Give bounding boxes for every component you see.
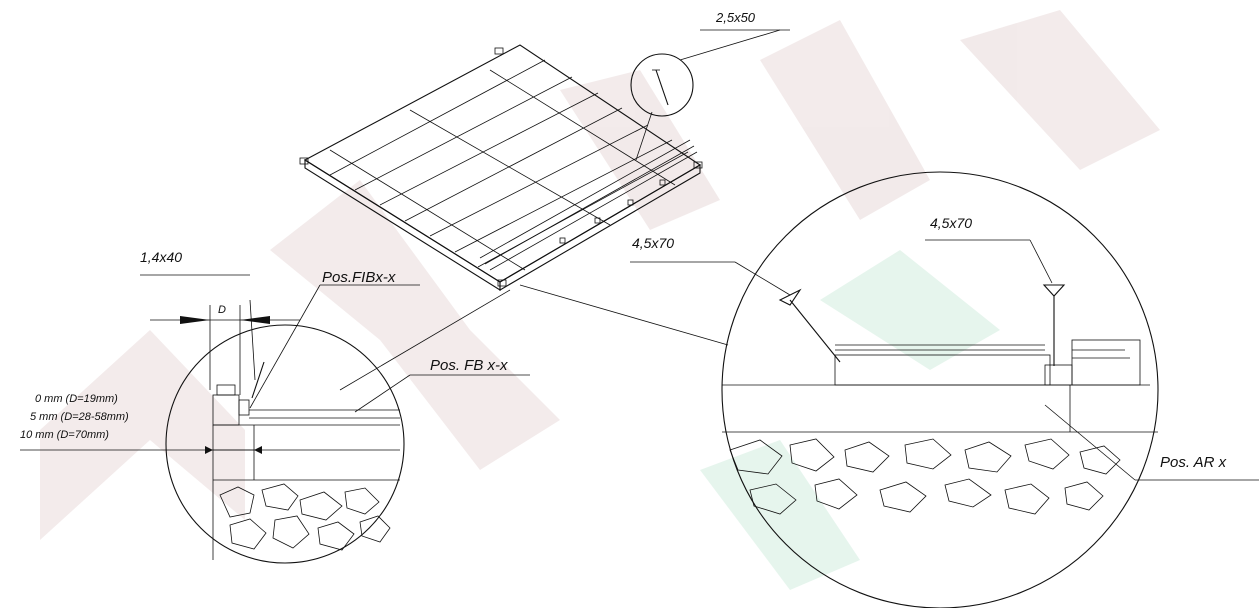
label-dim-d: D (218, 304, 226, 316)
label-screw-center: 4,5x70 (632, 235, 674, 251)
detail-nail-top: 2,5x50 (630, 10, 790, 161)
detail-circle-left (165, 324, 405, 564)
label-pos-ar: Pos. AR x (1160, 454, 1227, 471)
leader-left (339, 289, 511, 391)
detail-left: 1,4x40 D 0 mm (D=19mm) 5 mm (D=28-58mm) … (20, 249, 530, 564)
screw-right-icon (1042, 284, 1066, 297)
gap-note-1: 5 mm (D=28-58mm) (30, 411, 129, 423)
label-pos-fib: Pos.FIBx-x (322, 269, 396, 286)
detail-right: 4,5x70 4,5x70 Pos. AR x (630, 171, 1259, 609)
nail-left-icon (251, 361, 265, 399)
watermark-stroke-7 (700, 440, 860, 590)
leader-right (519, 284, 729, 346)
gap-note-2: 10 mm (D=70mm) (20, 429, 109, 441)
watermark-stroke-3 (560, 70, 720, 230)
watermark-stroke-5 (960, 10, 1160, 170)
watermark-stroke-1 (40, 330, 245, 540)
label-screw-right: 4,5x70 (930, 215, 972, 231)
label-nail-left: 1,4x40 (140, 249, 182, 265)
detail-circle-nail (630, 53, 694, 117)
gap-note-0: 0 mm (D=19mm) (35, 393, 118, 405)
screw-center-icon (778, 288, 802, 306)
watermark-logo (40, 10, 1160, 590)
watermark-stroke-4 (760, 20, 930, 220)
nail-icon (655, 69, 669, 106)
deck-isometric (299, 44, 703, 291)
label-pos-fb: Pos. FB x-x (430, 357, 508, 374)
label-nail-top: 2,5x50 (715, 10, 756, 25)
watermark-stroke-6 (820, 250, 1000, 370)
watermark-stroke-2 (270, 180, 560, 470)
